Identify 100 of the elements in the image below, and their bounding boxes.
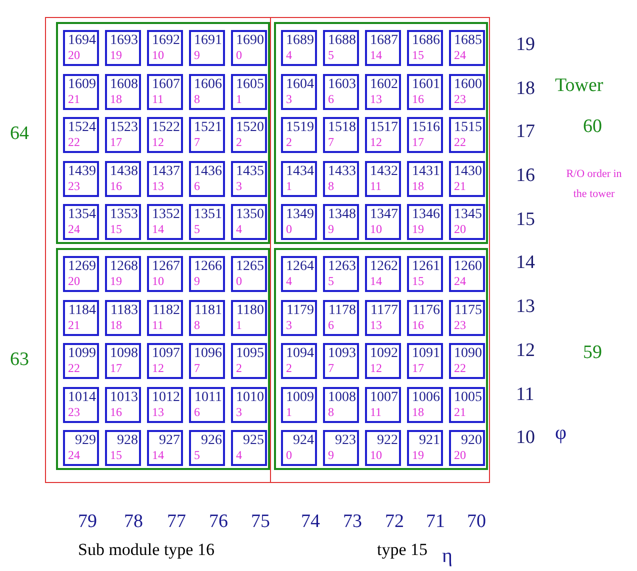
readout-order: 21 bbox=[453, 178, 466, 192]
channel-number: 1351 bbox=[194, 206, 223, 222]
channel-cell bbox=[281, 430, 317, 466]
eta-index: 71 bbox=[426, 510, 445, 534]
readout-order: 13 bbox=[151, 178, 164, 192]
channel-number: 1691 bbox=[194, 32, 223, 48]
channel-cell bbox=[189, 204, 225, 240]
readout-order: 9 bbox=[327, 448, 334, 462]
channel-number: 1349 bbox=[286, 206, 315, 222]
channel-cell bbox=[147, 204, 183, 240]
tower-frame bbox=[274, 248, 488, 470]
channel-number: 1438 bbox=[110, 162, 139, 179]
readout-order: 5 bbox=[327, 48, 334, 61]
readout-order: 13 bbox=[369, 318, 382, 331]
channel-number: 1345 bbox=[454, 206, 483, 222]
readout-order: 24 bbox=[453, 48, 466, 61]
readout-order: 5 bbox=[327, 274, 334, 287]
readout-order: 4 bbox=[235, 448, 242, 462]
readout-order: 9 bbox=[327, 222, 334, 236]
readout-order: 15 bbox=[109, 448, 122, 462]
readout-order: 19 bbox=[411, 448, 424, 462]
channel-number: 921 bbox=[419, 432, 441, 448]
readout-order: 3 bbox=[235, 178, 242, 192]
channel-cell bbox=[63, 30, 99, 66]
channel-number: 1517 bbox=[370, 119, 399, 136]
channel-number: 1263 bbox=[328, 258, 357, 274]
channel-number: 920 bbox=[461, 432, 483, 448]
eta-index: 70 bbox=[467, 510, 486, 534]
readout-order: 17 bbox=[109, 361, 122, 374]
channel-number: 1607 bbox=[152, 76, 181, 92]
readout-order: 14 bbox=[151, 222, 164, 236]
channel-number: 1176 bbox=[412, 302, 441, 318]
channel-cell bbox=[189, 117, 225, 154]
readout-order: 23 bbox=[67, 404, 80, 418]
channel-number: 1011 bbox=[194, 388, 223, 405]
readout-order: 16 bbox=[411, 318, 424, 331]
channel-cell bbox=[449, 204, 485, 240]
tower-number: 63 bbox=[10, 348, 29, 372]
channel-cell bbox=[323, 160, 359, 197]
readout-order: 4 bbox=[285, 48, 292, 61]
channel-number: 927 bbox=[159, 432, 181, 448]
readout-order: 20 bbox=[67, 48, 80, 61]
eta-index: 75 bbox=[251, 510, 270, 534]
channel-number: 1516 bbox=[412, 119, 441, 136]
channel-number: 1262 bbox=[370, 258, 399, 274]
channel-number: 1260 bbox=[454, 258, 483, 274]
phi-index: 17 bbox=[516, 120, 535, 144]
readout-order: 18 bbox=[109, 92, 122, 105]
channel-cell bbox=[365, 204, 401, 240]
channel-cell bbox=[365, 300, 401, 336]
channel-number: 1008 bbox=[328, 388, 357, 405]
phi-index: 13 bbox=[516, 295, 535, 319]
channel-number: 1013 bbox=[110, 388, 139, 405]
channel-number: 1518 bbox=[328, 119, 357, 136]
readout-order: 23 bbox=[453, 92, 466, 105]
channel-number: 1347 bbox=[370, 206, 399, 222]
readout-order: 24 bbox=[67, 222, 80, 236]
readout-order: 14 bbox=[369, 48, 382, 61]
tower-heading: 59 bbox=[583, 341, 602, 365]
readout-order: 1 bbox=[235, 318, 242, 331]
channel-number: 1091 bbox=[412, 345, 441, 362]
readout-order: 3 bbox=[285, 92, 292, 105]
channel-number: 1179 bbox=[286, 302, 315, 318]
channel-cell bbox=[147, 430, 183, 466]
phi-index: 10 bbox=[516, 426, 535, 450]
readout-order: 11 bbox=[151, 92, 164, 105]
channel-cell bbox=[63, 386, 99, 423]
channel-number: 928 bbox=[117, 432, 139, 448]
eta-index: 78 bbox=[124, 510, 143, 534]
readout-order: 6 bbox=[327, 318, 334, 331]
channel-number: 1605 bbox=[236, 76, 265, 92]
readout-order: 5 bbox=[193, 222, 200, 236]
channel-cell bbox=[189, 74, 225, 110]
channel-cell bbox=[323, 30, 359, 66]
channel-cell bbox=[63, 204, 99, 240]
channel-number: 1264 bbox=[286, 258, 315, 274]
readout-order: 1 bbox=[285, 178, 292, 192]
readout-order: 16 bbox=[109, 178, 122, 192]
readout-order: 7 bbox=[327, 361, 334, 374]
channel-number: 922 bbox=[377, 432, 399, 448]
readout-order: 22 bbox=[453, 361, 466, 374]
channel-cell bbox=[105, 204, 141, 240]
channel-number: 1519 bbox=[286, 119, 315, 136]
channel-cell bbox=[105, 386, 141, 423]
channel-cell bbox=[449, 430, 485, 466]
channel-cell bbox=[63, 256, 99, 292]
channel-number: 1602 bbox=[370, 76, 399, 92]
readout-order: 6 bbox=[193, 404, 200, 418]
readout-order: 7 bbox=[327, 135, 334, 148]
readout-order: 22 bbox=[453, 135, 466, 148]
channel-cell bbox=[449, 386, 485, 423]
channel-number: 1014 bbox=[68, 388, 97, 405]
channel-cell bbox=[281, 386, 317, 423]
channel-cell bbox=[281, 160, 317, 197]
readout-order: 13 bbox=[151, 404, 164, 418]
readout-order: 11 bbox=[369, 178, 382, 192]
eta-index: 73 bbox=[343, 510, 362, 534]
channel-cell bbox=[281, 343, 317, 380]
readout-order: 5 bbox=[193, 448, 200, 462]
channel-cell bbox=[323, 117, 359, 154]
